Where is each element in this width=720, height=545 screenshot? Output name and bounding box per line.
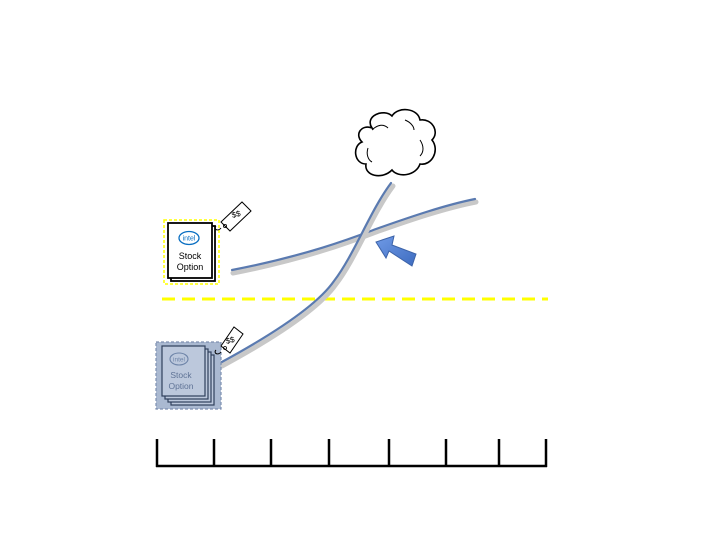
card-label-option: Option [177,262,204,272]
timeline-axis [155,439,548,468]
intel-logo-icon: intel [178,230,200,246]
card-label-stock: Stock [179,251,202,261]
price-tag-text: $$ [231,209,242,220]
highlight-box [163,219,220,285]
price-tag-icon: $$ [214,326,244,355]
arrow-icon [375,235,417,267]
price-tag-text: $$ [225,335,236,346]
lower-trend-curve [218,181,396,369]
card-label-stock: Stock [170,370,192,380]
cloud-icon [354,108,436,177]
card-label-option: Option [168,381,193,391]
intel-logo-text: intel [173,357,185,364]
price-tag-icon: $$ [214,201,252,232]
intel-logo-text: intel [183,236,196,243]
upper-trend-curve [230,197,479,276]
stock-option-card-stack: intel Stock Option [155,341,222,410]
intel-logo-icon: intel [169,352,189,366]
stock-option-card-highlighted: intel Stock Option [163,219,220,285]
